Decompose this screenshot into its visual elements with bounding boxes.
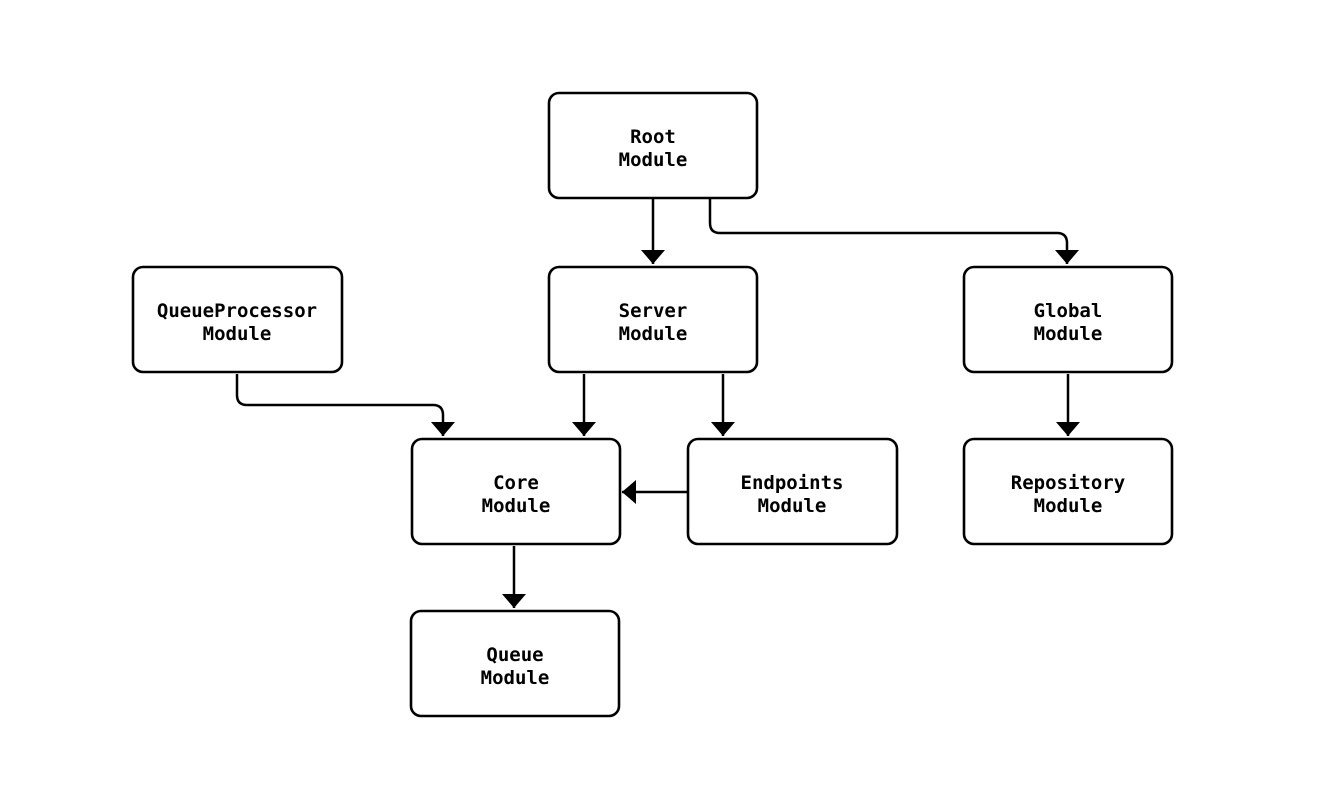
node-endpoints-box <box>686 437 899 546</box>
node-global-label-line1: Global <box>1034 300 1103 322</box>
node-server-label-line1: Server <box>619 300 688 322</box>
node-core-label-line2: Module <box>482 495 551 517</box>
node-queueprocessor-module: QueueProcessor Module <box>131 265 344 374</box>
node-queueprocessor-label-line1: QueueProcessor <box>157 300 317 322</box>
node-root-label-line1: Root <box>630 126 676 148</box>
node-repository-label-line2: Module <box>1034 495 1103 517</box>
node-endpoints-module: Endpoints Module <box>686 437 899 546</box>
node-server-module: Server Module <box>547 265 759 374</box>
node-root-module: Root Module <box>547 91 759 200</box>
node-repository-box <box>962 437 1174 546</box>
edge-queueprocessor-to-core <box>235 374 455 436</box>
edges-layer <box>235 199 1080 608</box>
node-root-label-line2: Module <box>619 149 688 171</box>
node-global-box <box>962 265 1174 374</box>
node-queue-module: Queue Module <box>409 609 621 718</box>
nodes-layer: Root Module QueueProcessor Module Server… <box>131 91 1174 718</box>
node-server-label-line2: Module <box>619 323 688 345</box>
node-server-box <box>547 265 759 374</box>
node-queue-label-line2: Module <box>481 667 550 689</box>
edge-root-to-global <box>708 199 1079 264</box>
node-queue-label-line1: Queue <box>486 644 543 666</box>
node-repository-label-line1: Repository <box>1011 472 1125 494</box>
node-core-box <box>410 437 622 546</box>
node-core-label-line1: Core <box>493 472 539 494</box>
node-core-module: Core Module <box>410 437 622 546</box>
node-endpoints-label-line2: Module <box>758 495 827 517</box>
node-queue-box <box>409 609 621 718</box>
node-repository-module: Repository Module <box>962 437 1174 546</box>
node-endpoints-label-line1: Endpoints <box>741 472 844 494</box>
node-global-label-line2: Module <box>1034 323 1103 345</box>
node-queueprocessor-label-line2: Module <box>203 323 272 345</box>
node-queueprocessor-box <box>131 265 344 374</box>
node-root-box <box>547 91 759 200</box>
node-global-module: Global Module <box>962 265 1174 374</box>
